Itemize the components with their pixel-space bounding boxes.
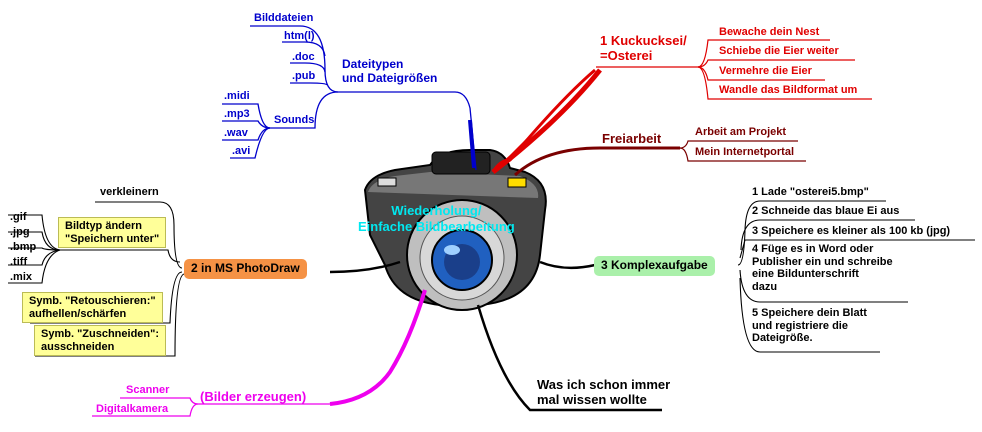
sound-item: .avi (232, 145, 251, 157)
bildtyp-line1: Bildtyp ändern (65, 220, 143, 232)
freiarbeit-connectors (679, 140, 806, 162)
komplex-item-5-line3: Dateigröße. (752, 332, 813, 345)
format-item: .bmp (10, 241, 37, 253)
kuckucksei-title-line2: =Osterei (600, 47, 653, 63)
dateitypen-item: .pub (292, 70, 316, 82)
sound-item: .mp3 (224, 108, 250, 120)
kuckucksei-title: 1 Kuckucksei/ =Osterei (600, 33, 687, 64)
photodraw-verkleinern: verkleinern (100, 186, 159, 198)
komplexaufgabe-title: 3 Komplexaufgabe (594, 256, 715, 276)
kuckucksei-title-line1: 1 Kuckucksei/ (600, 33, 687, 48)
komplex-item: 4 Füge es in Word oder Publisher ein und… (752, 243, 893, 294)
bildtyp-line2: "Speichern unter" (65, 232, 160, 245)
dateitypen-title-line1: Dateitypen (342, 57, 404, 71)
format-item: .jpg (10, 226, 30, 238)
dateitypen-title: Dateitypen und Dateigrößen (342, 57, 438, 86)
dateitypen-title-line2: und Dateigrößen (342, 70, 438, 85)
komplex-item-4-line3: eine Bildunterschrift (752, 268, 859, 281)
komplex-item: 1 Lade "osterei5.bmp" (752, 186, 869, 198)
bilder-item: Digitalkamera (96, 403, 169, 415)
wissen-line2: mal wissen wollte (537, 391, 647, 407)
kuckucksei-item: Wandle das Bildformat um (719, 84, 858, 96)
photodraw-retuschieren: Symb. "Retouschieren:" aufhellen/schärfe… (22, 292, 163, 324)
bilder-title: (Bilder erzeugen) (200, 389, 307, 404)
sound-item: .midi (224, 90, 250, 102)
zuschneiden-line2: ausschneiden (41, 340, 115, 353)
sound-item: .wav (224, 127, 248, 139)
photodraw-zuschneiden: Symb. "Zuschneiden": ausschneiden (34, 325, 167, 357)
kuckucksei-connectors (596, 39, 872, 100)
freiarbeit-title: Freiarbeit (602, 131, 662, 146)
photodraw-connectors (8, 201, 185, 357)
bilder-connectors (92, 397, 330, 417)
wissen-line1: Was ich schon immer (537, 377, 671, 392)
komplex-item: 2 Schneide das blaue Ei aus (752, 205, 900, 217)
komplex-item-5-line2: und registriere die (752, 319, 848, 332)
komplex-item: 3 Speichere es kleiner als 100 kb (jpg) (752, 225, 951, 237)
center-line2: Einfache Bildbearbeitung (358, 219, 515, 235)
komplexaufgabe-connectors (737, 200, 975, 353)
kuckucksei-item: Bewache dein Nest (719, 26, 820, 38)
camera-icon (363, 149, 547, 311)
format-item: .gif (10, 211, 27, 223)
komplex-item-4-line2: Publisher ein und schreibe (752, 255, 893, 268)
format-item: .tiff (10, 256, 28, 268)
retusch-line1: Symb. "Retouschieren:" (29, 295, 156, 307)
center-topic: Wiederholung/ Einfache Bildbearbeitung (358, 203, 515, 236)
wissen-title: Was ich schon immer mal wissen wollte (537, 377, 671, 408)
dateitypen-connectors (222, 25, 477, 171)
zuschneiden-line1: Symb. "Zuschneiden": (41, 328, 160, 340)
dateitypen-item: htm(l) (284, 30, 315, 42)
kuckucksei-item: Vermehre die Eier (719, 65, 812, 77)
kuckucksei-item: Schiebe die Eier weiter (719, 45, 839, 57)
komplex-item-5-line1: 5 Speichere dein Blatt (752, 307, 867, 319)
sounds-label: Sounds (274, 114, 315, 126)
komplex-item-4-line4: dazu (752, 280, 778, 293)
komplex-item: 5 Speichere dein Blatt und registriere d… (752, 307, 867, 345)
photodraw-title: 2 in MS PhotoDraw (184, 259, 307, 279)
bilder-item: Scanner (126, 384, 170, 396)
freiarbeit-item: Mein Internetportal (695, 146, 795, 158)
retusch-line2: aufhellen/schärfen (29, 307, 127, 320)
dateitypen-item: .doc (292, 51, 315, 63)
freiarbeit-item: Arbeit am Projekt (695, 126, 787, 138)
dateitypen-item: Bilddateien (254, 12, 314, 24)
format-item: .mix (10, 271, 33, 283)
komplex-item-4-line1: 4 Füge es in Word oder (752, 243, 874, 255)
photodraw-bildtyp: Bildtyp ändern "Speichern unter" (58, 217, 167, 249)
center-line1: Wiederholung/ (391, 203, 482, 218)
